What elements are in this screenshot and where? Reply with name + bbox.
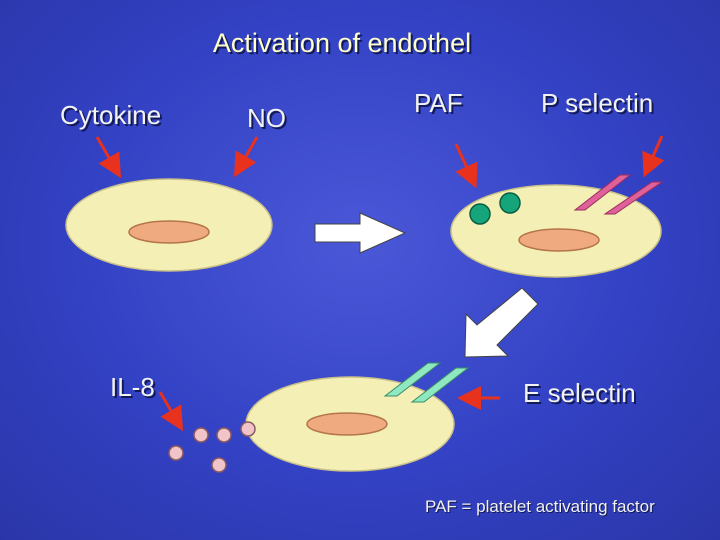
no-arrow — [234, 136, 259, 178]
p-selectin-arrow — [642, 135, 665, 178]
resting-cell — [65, 178, 273, 272]
label-paf: PAF — [414, 88, 463, 118]
diagonal-block-arrow — [464, 287, 539, 358]
label-p-selectin: P selectin — [541, 88, 654, 118]
label-cytokine: Cytokine — [60, 100, 162, 130]
p-selectin-molecule — [603, 181, 664, 215]
e-selectin-cell — [245, 376, 455, 472]
paf-molecule — [469, 203, 491, 225]
nucleus — [306, 412, 388, 436]
footnote: PAF = platelet activating factor — [425, 497, 655, 516]
label-il8: IL-8 — [110, 372, 155, 402]
nucleus — [128, 220, 210, 244]
paf-arrow — [454, 143, 478, 189]
il8-arrow — [158, 391, 184, 432]
label-no: NO — [247, 103, 286, 133]
il8-molecules — [168, 421, 256, 473]
e-selectin-molecule — [410, 367, 470, 403]
p-selectin-molecule — [573, 174, 632, 211]
slide-title: Activation of endothel — [212, 28, 472, 58]
nucleus — [518, 228, 600, 252]
e-selectin-molecule — [383, 362, 442, 397]
cytokine-arrow — [95, 136, 122, 179]
paf-molecule — [499, 192, 521, 214]
label-e-selectin: E selectin — [523, 378, 636, 408]
right-block-arrow — [314, 212, 407, 254]
